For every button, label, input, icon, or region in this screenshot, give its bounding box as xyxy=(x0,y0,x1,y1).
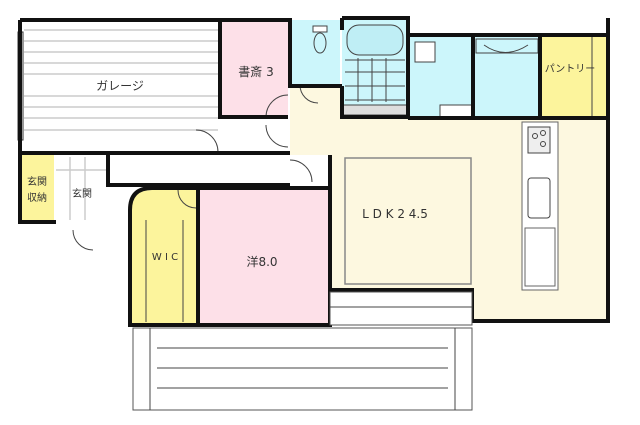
pantry: パントリー xyxy=(542,37,608,117)
washbasin-icon xyxy=(414,41,436,63)
deck xyxy=(132,291,473,411)
study-label: 書斎 3 xyxy=(238,64,273,79)
study-room: 書斎 3 xyxy=(220,20,288,117)
bathroom xyxy=(341,20,409,116)
entrance-storage-label-2: 収納 xyxy=(27,191,47,204)
entrance-label: 玄関 xyxy=(72,187,92,200)
wic-label: W I C xyxy=(152,252,178,263)
sink-icon xyxy=(527,177,551,219)
garage-label: ガレージ xyxy=(96,79,144,93)
washroom xyxy=(410,37,473,118)
bathtub-icon xyxy=(346,24,404,56)
garage: ガレージ xyxy=(17,20,220,152)
entrance-storage: 玄関 収納 xyxy=(21,155,54,222)
toilet-room xyxy=(292,20,340,84)
stove-icon xyxy=(527,126,551,154)
entrance-storage-label-1: 玄関 xyxy=(27,175,47,188)
ldk-label: L D K 2 4.5 xyxy=(362,207,428,221)
western-room: 洋8.0 xyxy=(199,190,329,323)
toilet-icon xyxy=(313,32,327,54)
wic-room: W I C xyxy=(131,190,198,323)
pantry-label: パントリー xyxy=(545,63,596,75)
entrance: 玄関 xyxy=(56,155,108,222)
western-room-label: 洋8.0 xyxy=(246,254,277,269)
doors xyxy=(72,84,319,251)
laundry-room xyxy=(475,37,540,117)
ldk-room: L D K 2 4.5 xyxy=(290,85,608,320)
